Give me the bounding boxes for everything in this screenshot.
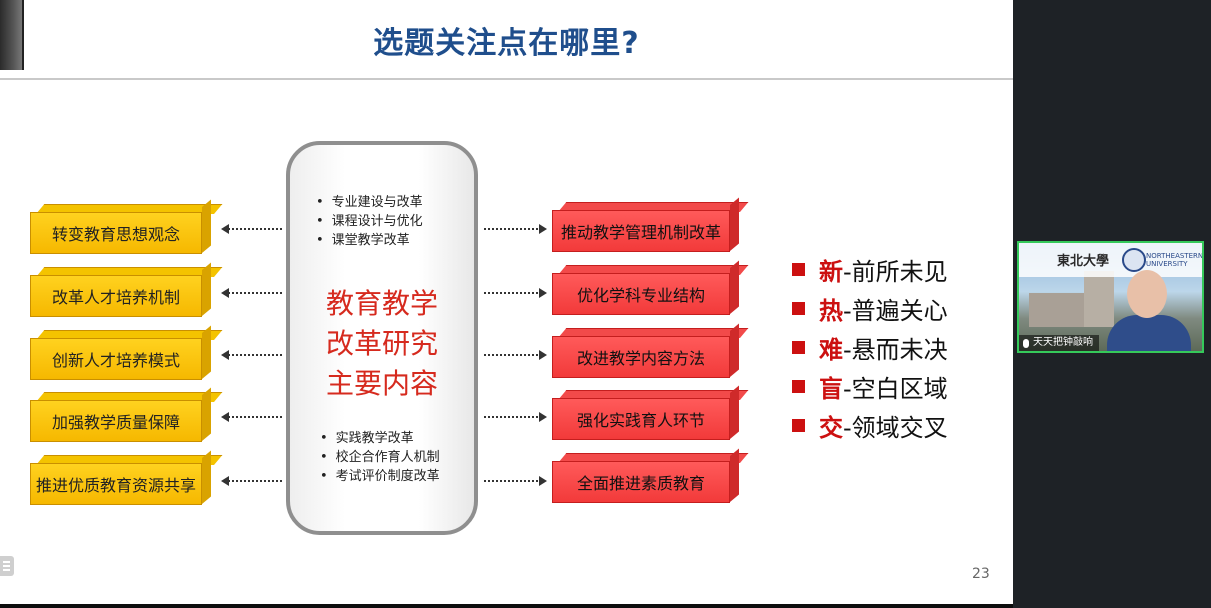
slide-bottom-bar	[0, 604, 1013, 608]
mic-icon	[1023, 338, 1029, 348]
right-arrow	[484, 412, 547, 422]
red-square-bullet-icon	[792, 302, 805, 315]
title-divider	[0, 78, 1013, 80]
slide-title: 选题关注点在哪里?	[373, 26, 640, 61]
slide-edge-bar	[0, 0, 24, 70]
key-point-text: -前所未见	[843, 258, 948, 286]
center-top-bullets: 专业建设与改革 课程设计与优化 课堂教学改革	[316, 193, 423, 250]
key-point-text: -普遍关心	[843, 297, 948, 325]
red-square-bullet-icon	[792, 341, 805, 354]
center-content-panel: 专业建设与改革 课程设计与优化 课堂教学改革 教育教学 改革研究 主要内容 实践…	[286, 141, 478, 535]
right-item-label: 推动教学管理机制改革	[552, 210, 730, 252]
center-bottom-bullets: 实践教学改革 校企合作育人机制 考试评价制度改革	[320, 429, 440, 486]
center-bullet-item: 课程设计与优化	[316, 212, 423, 231]
speaker-body	[1107, 315, 1191, 351]
background-tower	[1084, 271, 1114, 327]
left-item-box: 创新人才培养模式	[30, 325, 223, 380]
left-item-box: 改革人才培养机制	[30, 262, 223, 317]
university-logo-text: 東北大學	[1057, 254, 1110, 269]
left-item-label: 加强教学质量保障	[30, 400, 202, 442]
center-title-line: 改革研究	[325, 327, 438, 360]
left-item-box: 转变教育思想观念	[30, 199, 223, 254]
key-point-char: 盲	[819, 375, 843, 403]
right-item-label: 优化学科专业结构	[552, 273, 730, 315]
center-bullet-item: 校企合作育人机制	[320, 448, 440, 467]
speaker-name: 天天把钟敲响	[1033, 337, 1093, 348]
center-title-line: 主要内容	[325, 367, 438, 400]
left-arrow	[221, 350, 284, 360]
key-point-char: 新	[819, 258, 843, 286]
university-logo-banner: 東北大學 NORTHEASTERN UNIVERSITY	[1019, 243, 1202, 277]
center-bullet-item: 实践教学改革	[320, 429, 440, 448]
right-item-box: 全面推进素质教育	[552, 448, 749, 503]
center-title-line: 教育教学	[325, 287, 438, 320]
left-arrow	[221, 288, 284, 298]
speaker-video-tile[interactable]: 東北大學 NORTHEASTERN UNIVERSITY 天天把钟敲响	[1017, 241, 1204, 353]
key-point-char: 热	[819, 297, 843, 325]
left-item-label: 改革人才培养机制	[30, 275, 202, 317]
right-arrow	[484, 476, 547, 486]
page-number: 23	[972, 566, 990, 582]
left-item-box: 加强教学质量保障	[30, 387, 223, 442]
left-item-label: 转变教育思想观念	[30, 212, 202, 254]
university-english-name: NORTHEASTERN UNIVERSITY	[1146, 252, 1204, 268]
right-item-box: 优化学科专业结构	[552, 260, 749, 315]
key-point-char: 交	[819, 414, 843, 442]
key-point-item: 难 -悬而未决	[792, 328, 948, 367]
key-point-text: -空白区域	[843, 375, 948, 403]
right-item-label: 改进教学内容方法	[552, 336, 730, 378]
red-square-bullet-icon	[792, 263, 805, 276]
key-point-item: 交 -领域交叉	[792, 406, 948, 445]
red-square-bullet-icon	[792, 419, 805, 432]
slide-menu-icon[interactable]	[0, 556, 14, 576]
presentation-slide: 选题关注点在哪里? 转变教育思想观念 改革人才培养机制 创新人才培养模式 加强教…	[0, 0, 1013, 604]
red-square-bullet-icon	[792, 380, 805, 393]
right-item-box: 改进教学内容方法	[552, 323, 749, 378]
key-point-item: 新 -前所未见	[792, 250, 948, 289]
right-item-label: 强化实践育人环节	[552, 398, 730, 440]
university-seal-icon	[1122, 248, 1146, 272]
center-bullet-item: 专业建设与改革	[316, 193, 423, 212]
right-arrow	[484, 224, 547, 234]
key-point-text: -领域交叉	[843, 414, 948, 442]
key-point-char: 难	[819, 336, 843, 364]
left-arrow	[221, 476, 284, 486]
right-item-box: 强化实践育人环节	[552, 385, 749, 440]
left-arrow	[221, 224, 284, 234]
right-arrow	[484, 288, 547, 298]
right-item-box: 推动教学管理机制改革	[552, 197, 749, 252]
key-points-list: 新 -前所未见 热 -普遍关心 难 -悬而未决 盲 -空白区域 交 -领域交叉	[792, 250, 948, 445]
background-building	[1029, 293, 1089, 327]
key-point-item: 热 -普遍关心	[792, 289, 948, 328]
center-bullet-item: 课堂教学改革	[316, 231, 423, 250]
left-arrow	[221, 412, 284, 422]
key-point-text: -悬而未决	[843, 336, 948, 364]
speaker-name-label: 天天把钟敲响	[1019, 335, 1099, 351]
left-item-label: 创新人才培养模式	[30, 338, 202, 380]
left-item-box: 推进优质教育资源共享	[30, 450, 223, 505]
left-item-label: 推进优质教育资源共享	[30, 463, 202, 505]
right-arrow	[484, 350, 547, 360]
key-point-item: 盲 -空白区域	[792, 367, 948, 406]
right-item-label: 全面推进素质教育	[552, 461, 730, 503]
center-bullet-item: 考试评价制度改革	[320, 467, 440, 486]
speaker-head	[1127, 270, 1167, 318]
